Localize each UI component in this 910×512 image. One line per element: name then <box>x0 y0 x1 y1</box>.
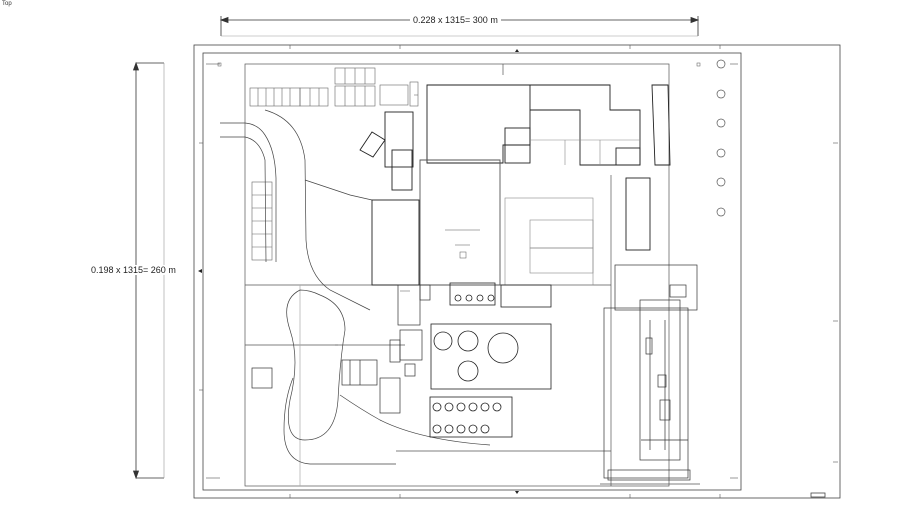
process-plant <box>603 264 698 481</box>
interior-details <box>217 62 701 346</box>
roads <box>220 109 491 465</box>
frame-markers <box>198 49 519 494</box>
drawing-frame <box>193 44 841 499</box>
utility-structures <box>251 284 431 414</box>
site-boundary <box>244 63 700 487</box>
main-buildings <box>359 84 671 286</box>
frame-ticks <box>199 45 838 498</box>
horizontal-dimension-label: 0.228 x 1315= 300 m <box>410 15 501 25</box>
vertical-dimension-label: 0.198 x 1315= 260 m <box>88 265 179 275</box>
parking-area <box>249 67 419 261</box>
marker-circles <box>716 59 726 217</box>
warehouse-blocks <box>504 139 640 286</box>
view-label: Top <box>2 1 12 7</box>
tank-farm <box>429 282 552 438</box>
